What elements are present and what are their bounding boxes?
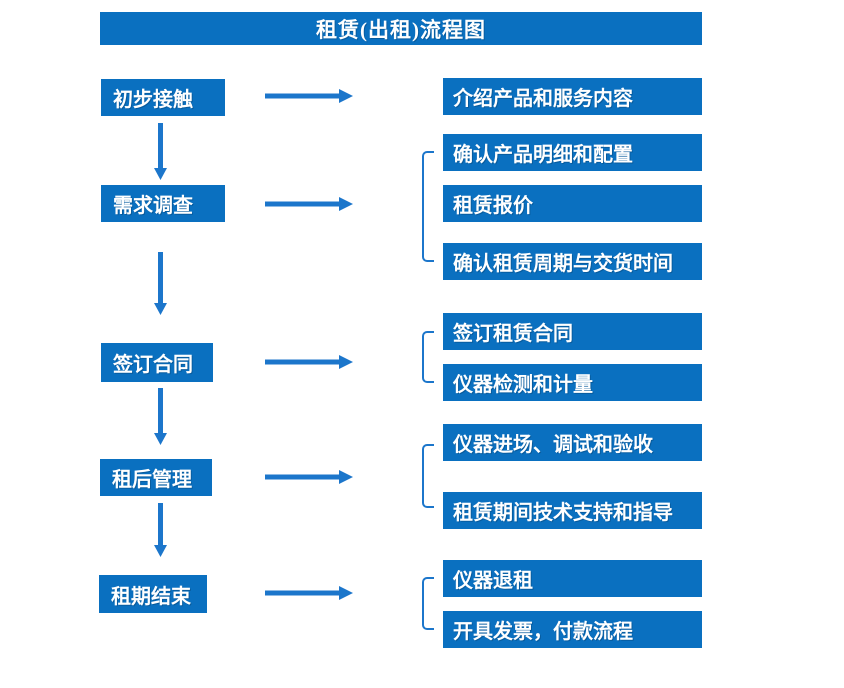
group-bracket — [422, 151, 434, 262]
right-arrow-icon — [265, 89, 353, 103]
detail-box-instrument-testing: 仪器检测和计量 — [443, 364, 702, 401]
stage-box-sign-contract: 签订合同 — [101, 343, 213, 382]
stage-box-post-rental-management: 租后管理 — [100, 459, 212, 496]
stage-box-demand-survey: 需求调查 — [101, 185, 225, 222]
group-bracket — [422, 577, 434, 630]
down-arrow-icon — [154, 503, 167, 557]
detail-box-instrument-return: 仪器退租 — [443, 560, 702, 597]
down-arrow-icon — [154, 388, 167, 445]
page-title: 租赁(出租)流程图 — [316, 17, 486, 42]
detail-box-confirm-rental-period: 确认租赁周期与交货时间 — [443, 243, 702, 280]
right-arrow-icon — [265, 586, 353, 600]
detail-box-rental-quote: 租赁报价 — [443, 185, 702, 222]
detail-box-sign-rental-contract: 签订租赁合同 — [443, 313, 702, 350]
detail-box-introduce-products: 介绍产品和服务内容 — [443, 78, 702, 115]
detail-box-confirm-product-details: 确认产品明细和配置 — [443, 134, 702, 171]
down-arrow-icon — [154, 252, 167, 315]
right-arrow-icon — [265, 197, 353, 211]
group-bracket — [422, 444, 434, 508]
detail-box-technical-support: 租赁期间技术支持和指导 — [443, 492, 702, 529]
right-arrow-icon — [265, 470, 353, 484]
right-arrow-icon — [265, 355, 353, 369]
detail-box-instrument-onsite: 仪器进场、调试和验收 — [443, 424, 702, 461]
stage-box-initial-contact: 初步接触 — [101, 79, 225, 116]
detail-box-invoice-payment: 开具发票，付款流程 — [443, 611, 702, 648]
group-bracket — [422, 331, 434, 383]
down-arrow-icon — [154, 123, 167, 180]
stage-box-rental-end: 租期结束 — [99, 575, 207, 613]
title-bar: 租赁(出租)流程图 — [100, 12, 702, 45]
